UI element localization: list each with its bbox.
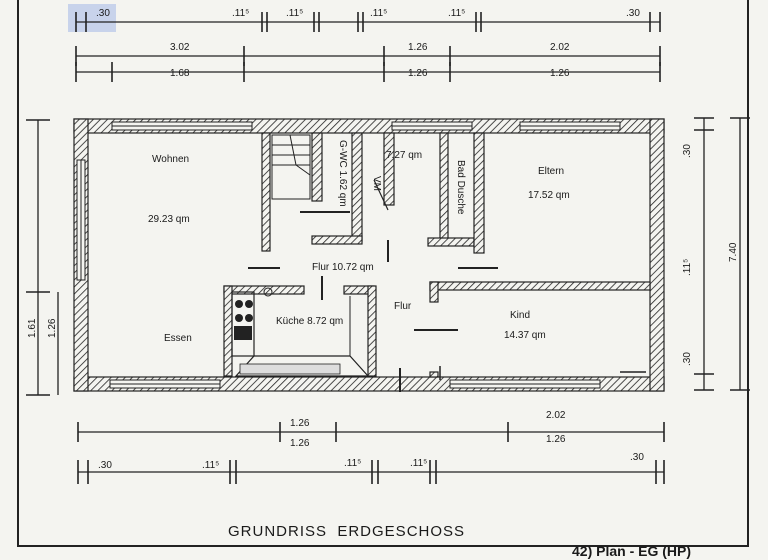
hall-label: VM	[371, 176, 382, 191]
dim-left-b: 1.26	[47, 318, 58, 338]
room-bad-name: Bad Dusche	[455, 160, 466, 215]
room-kueche: Küche 8.72 qm	[276, 316, 343, 327]
dim-bottom-3b: .11⁵	[202, 460, 219, 471]
plan-caption: 42) Plan - EG (HP)	[572, 543, 691, 559]
dim-left-a: 1.61	[27, 318, 38, 338]
room-gwc-name: G-WC 1.62 qm	[337, 140, 348, 207]
dim-top-1a: .30	[96, 8, 110, 19]
doors	[248, 179, 646, 392]
dim-top-1e: .11⁵	[448, 8, 465, 19]
right-dimension-lines	[694, 117, 750, 391]
room-kind-name: Kind	[510, 310, 530, 321]
dim-top-3a: 1.68	[170, 68, 190, 79]
dim-top-1b: .11⁵	[232, 8, 249, 19]
kitchen-counter	[231, 287, 370, 377]
dim-top-3c: 1.26	[550, 68, 570, 79]
dim-bottom-2b: 1.26	[546, 434, 566, 445]
room-small-area: 7.27 qm	[386, 150, 422, 161]
dim-bottom-3a: .30	[98, 460, 112, 471]
room-eltern-name: Eltern	[538, 166, 564, 177]
dim-right-outer: 7.40	[728, 242, 739, 262]
dim-top-1d: .11⁵	[370, 8, 387, 19]
bottom-dimension-row-1	[77, 422, 665, 442]
dim-bottom-1a: 1.26	[290, 418, 310, 429]
top-dimension-row-2	[75, 46, 661, 66]
interior-walls	[223, 132, 651, 378]
dim-right-b: .11⁵	[682, 259, 693, 276]
dim-bottom-2a: 1.26	[290, 438, 310, 449]
room-eltern-area: 17.52 qm	[528, 190, 570, 201]
room-flur-area: Flur 10.72 qm	[312, 262, 374, 273]
room-wohnen-name: Wohnen	[152, 154, 189, 165]
dim-bottom-1b: 2.02	[546, 410, 566, 421]
plan-title: GRUNDRISS ERDGESCHOSS	[228, 523, 465, 540]
page-frame	[17, 0, 749, 547]
windows	[76, 121, 621, 389]
top-dimension-row-3	[75, 62, 661, 82]
dim-bottom-3d: .11⁵	[410, 458, 427, 469]
left-dimension-lines	[26, 119, 59, 396]
room-flur-name: Flur	[394, 301, 412, 312]
room-essen-name: Essen	[164, 333, 192, 344]
dim-top-2c: 2.02	[550, 42, 570, 53]
dim-right-c: .30	[682, 352, 693, 366]
dim-top-2a: 3.02	[170, 42, 190, 53]
top-dimension-row-1	[75, 12, 661, 32]
bottom-dimension-row-2	[77, 460, 665, 484]
dim-bottom-3c: .11⁵	[344, 458, 361, 469]
dim-top-3b: 1.26	[408, 68, 428, 79]
room-kind-area: 14.37 qm	[504, 330, 546, 341]
staircase	[271, 134, 350, 213]
dim-top-1f: .30	[626, 8, 640, 19]
dim-bottom-3e: .30	[630, 452, 644, 463]
dim-top-2b: 1.26	[408, 42, 428, 53]
dim-top-1c: .11⁵	[286, 8, 303, 19]
room-wohnen-area: 29.23 qm	[148, 214, 190, 225]
dim-right-a: .30	[682, 144, 693, 158]
